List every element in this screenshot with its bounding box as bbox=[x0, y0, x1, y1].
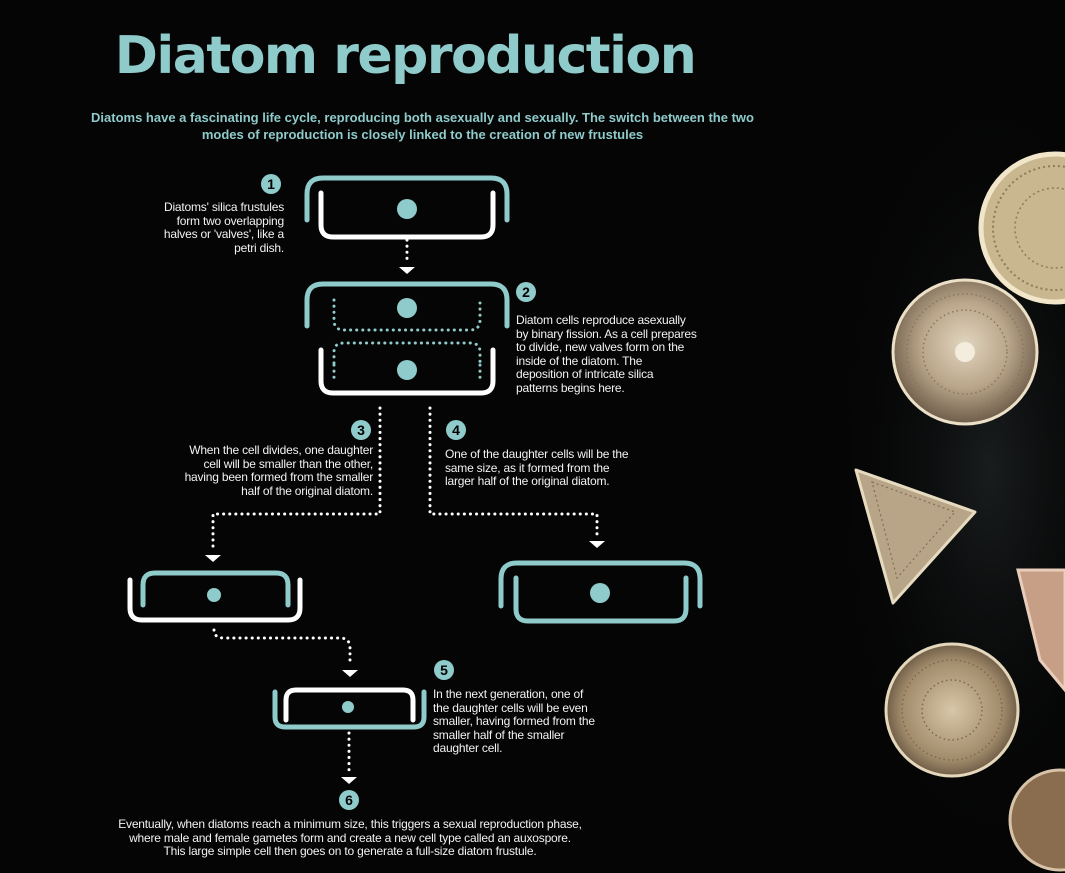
step-1-upper-valve bbox=[304, 175, 510, 223]
step-1-text: Diatoms' silica frustules form two overl… bbox=[163, 200, 284, 255]
step-1-badge: 1 bbox=[261, 174, 281, 194]
photo-diatom-triangle-right bbox=[1016, 568, 1065, 693]
step-6-badge-circle bbox=[339, 790, 359, 810]
step-2-new-valve-lower bbox=[332, 341, 482, 365]
step-2-text: Diatom cells reproduce asexually by bina… bbox=[516, 313, 697, 395]
photo-diatom-disc-2 bbox=[884, 642, 1020, 778]
step-2-badge: 2 bbox=[516, 282, 536, 302]
step-5-badge-circle bbox=[434, 660, 454, 680]
step-5-badge-number: 5 bbox=[440, 662, 448, 678]
step-5-text: In the next generation, one of the daugh… bbox=[433, 687, 595, 756]
step-4-badge-number: 4 bbox=[452, 422, 460, 438]
arrow-2-4 bbox=[589, 541, 605, 548]
step-6-badge-number: 6 bbox=[345, 792, 353, 808]
step-1-badge-number: 1 bbox=[267, 176, 275, 192]
step-1-lower-valve bbox=[318, 190, 496, 240]
step-3-upper-valve bbox=[140, 570, 291, 608]
step-3-badge-circle bbox=[351, 420, 371, 440]
page-subtitle: Diatoms have a fascinating life cycle, r… bbox=[91, 110, 754, 142]
connector-2-4 bbox=[428, 406, 599, 538]
step-3-nucleus bbox=[207, 588, 221, 602]
step-6-badge: 6 bbox=[339, 790, 359, 810]
step-2-nucleus-bottom bbox=[397, 360, 417, 380]
step-2-new-valve-upper bbox=[332, 298, 482, 332]
step-3-badge-number: 3 bbox=[357, 422, 365, 438]
step-5-lower-valve bbox=[272, 689, 427, 730]
step-5-badge: 5 bbox=[434, 660, 454, 680]
step-3-text: When the cell divides, one daughter cell… bbox=[184, 443, 374, 498]
step-2-badge-number: 2 bbox=[522, 284, 530, 300]
page-title: Diatom reproduction bbox=[114, 26, 697, 86]
diatom-photo bbox=[820, 50, 1065, 873]
connector-3-5 bbox=[212, 628, 352, 667]
step-2-upper-valve bbox=[304, 281, 510, 329]
connector-2-3 bbox=[211, 406, 382, 552]
step-1-badge-circle bbox=[261, 174, 281, 194]
step-3-badge: 3 bbox=[351, 420, 371, 440]
step-2-badge-circle bbox=[516, 282, 536, 302]
arrow-3-5 bbox=[342, 670, 358, 677]
step-5-upper-valve bbox=[283, 687, 416, 723]
photo-diatom-disc-1 bbox=[891, 278, 1039, 426]
photo-diatom-disc-bottom bbox=[1008, 768, 1065, 872]
step-3-lower-valve bbox=[127, 577, 303, 623]
step-6-text: Eventually, when diatoms reach a minimum… bbox=[118, 817, 582, 859]
photo-diatom-disc-top bbox=[978, 151, 1065, 305]
arrow-5-6 bbox=[341, 777, 357, 784]
step-4-badge-circle bbox=[446, 420, 466, 440]
step-2-lower-valve bbox=[318, 347, 496, 396]
step-4-lower-valve bbox=[513, 575, 689, 624]
step-4-badge: 4 bbox=[446, 420, 466, 440]
step-4-nucleus bbox=[590, 583, 610, 603]
step-1-nucleus bbox=[397, 199, 417, 219]
step-4-text: One of the daughter cells will be the sa… bbox=[445, 447, 629, 489]
arrow-2-3 bbox=[205, 555, 221, 562]
step-2-nucleus-top bbox=[397, 298, 417, 318]
photo-diatom-triangle bbox=[854, 468, 977, 605]
step-4-upper-valve bbox=[498, 560, 703, 609]
arrow-1-2 bbox=[399, 267, 415, 274]
step-5-nucleus bbox=[342, 701, 354, 713]
